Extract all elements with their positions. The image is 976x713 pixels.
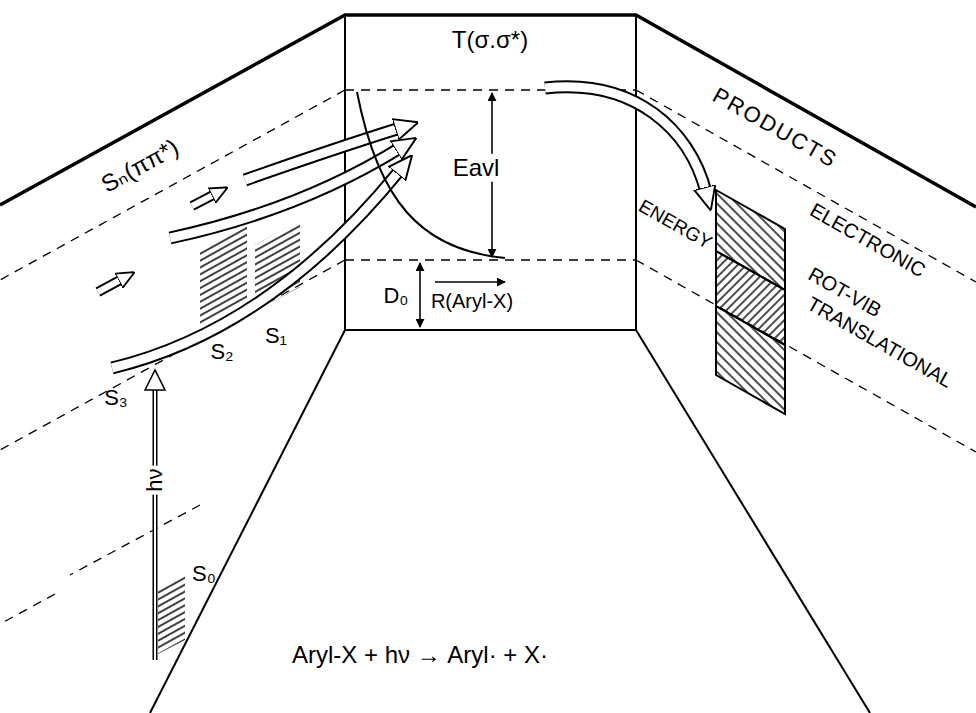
energy-level-dashes [345, 259, 636, 260]
room-walls [635, 15, 637, 330]
products-arrow [545, 87, 706, 192]
energy-level-dashes [636, 260, 976, 452]
crossing-arrows [245, 128, 400, 180]
energy-level-dashes [636, 90, 976, 282]
crossing-arrows [245, 128, 400, 180]
state-label: T(σ.σ*) [449, 26, 531, 54]
room-walls [0, 15, 976, 207]
products-arrow [545, 87, 706, 192]
products-bar [716, 190, 785, 414]
excitation-arrow [145, 370, 165, 390]
coordinate-label: R(Aryl-X) [428, 289, 516, 313]
excitation-arrow [153, 382, 158, 660]
potential-curve [357, 92, 505, 258]
excitation-arrow [145, 370, 165, 660]
state-label: S₀ [189, 561, 219, 587]
crossing-arrows [192, 194, 215, 206]
state-label: S₂ [207, 339, 236, 365]
energy-level-dashes [70, 505, 200, 575]
products-arrow [545, 87, 706, 192]
excitation-arrow [154, 384, 156, 660]
energy-arrows [419, 263, 421, 327]
wall-label: PRODUCTS [705, 81, 844, 175]
potential-curve [357, 92, 505, 258]
photon-label: hν [142, 465, 168, 494]
energy-level-dashes [0, 594, 55, 624]
energy-label: D₀ [380, 283, 411, 309]
crossing-arrows [98, 279, 122, 292]
crossing-arrows [98, 279, 122, 292]
energy-label: Eavl [450, 154, 503, 182]
crossing-arrows [192, 194, 215, 206]
energy-arrows [435, 281, 505, 283]
room-walls [345, 329, 636, 331]
wall-label: ENERGY [632, 194, 718, 256]
state-label: S₃ [101, 385, 131, 411]
crossing-arrows [112, 170, 400, 368]
level-hatching [158, 576, 185, 654]
reaction-equation: Aryl-X + hν → Aryl· + X· [289, 641, 551, 669]
crossing-arrows [112, 170, 400, 368]
products-bar [716, 306, 785, 414]
state-label: S₁ [262, 323, 290, 349]
room-walls [0, 15, 976, 713]
state-label: Sₙ(ππ*) [94, 132, 186, 200]
